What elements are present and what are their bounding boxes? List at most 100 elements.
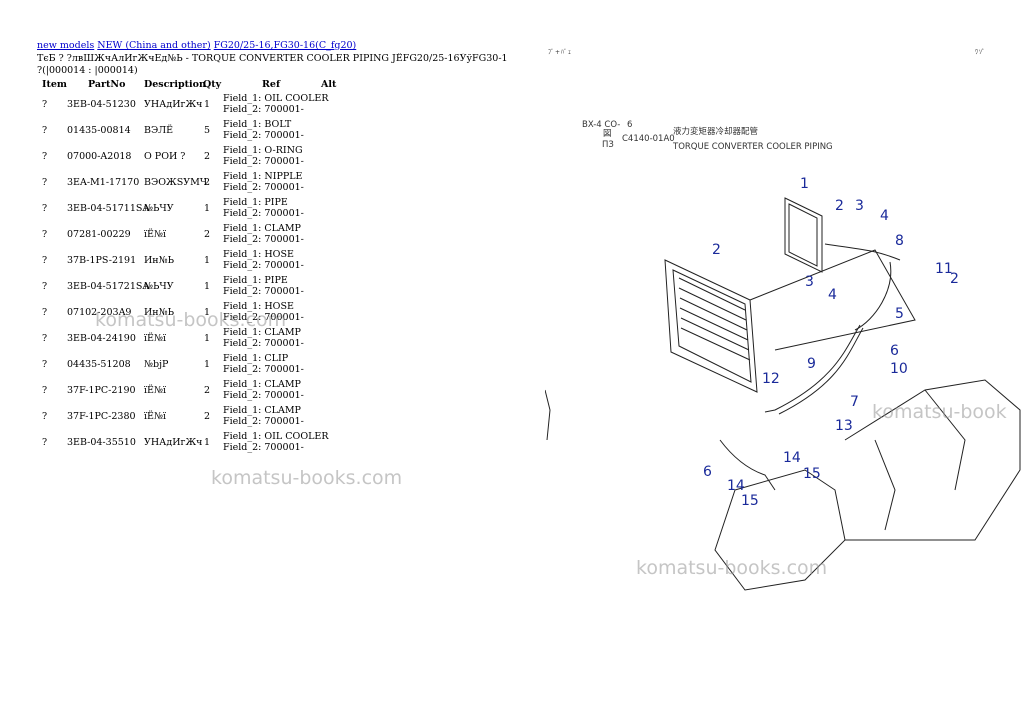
- callout-label: 2: [712, 242, 721, 258]
- callout-label: 13: [835, 418, 853, 434]
- caption-chinese-title: 液力変矩器冷却器配管: [673, 126, 758, 137]
- row-partno: 3EB-04-51230: [67, 99, 136, 110]
- breadcrumb-link-new-models[interactable]: new models: [37, 40, 95, 51]
- row-item: ?: [42, 255, 48, 266]
- row-qty: 1: [204, 99, 211, 110]
- row-item: ?: [42, 385, 48, 396]
- col-alt: Alt: [321, 79, 337, 90]
- row-item: ?: [42, 359, 48, 370]
- row-description: ВЭОЖSУМЧ: [144, 177, 208, 188]
- col-item: Item: [42, 79, 67, 90]
- row-qty: 2: [204, 151, 211, 162]
- corner-mark-right: ﾜｿﾟ: [975, 49, 987, 56]
- row-description: №bjР: [144, 359, 169, 370]
- row-partno: 3EB-04-51721SA: [67, 281, 150, 292]
- row-item: ?: [42, 203, 48, 214]
- row-item: ?: [42, 177, 48, 188]
- caption-drawing-no: C4140-01A0: [622, 134, 675, 144]
- row-partno: 3EB-04-51711SA: [67, 203, 150, 214]
- row-field1: Field_1: O-RING: [223, 145, 303, 156]
- breadcrumb: new models NEW (China and other) FG20/25…: [37, 40, 356, 52]
- row-partno: 37B-1PS-2191: [67, 255, 137, 266]
- row-item: ?: [42, 281, 48, 292]
- caption-english-title: TORQUE CONVERTER COOLER PIPING: [672, 142, 833, 152]
- row-field1: Field_1: CLAMP: [223, 405, 301, 416]
- row-field1: Field_1: HOSE: [223, 301, 294, 312]
- caption-page-mark: ПЗ: [602, 140, 614, 150]
- row-item: ?: [42, 333, 48, 344]
- row-field1: Field_1: NIPPLE: [223, 171, 303, 182]
- row-field1: Field_1: PIPE: [223, 197, 288, 208]
- radiator-core: [672, 269, 752, 383]
- callout-label: 4: [880, 208, 889, 224]
- callout-label: 9: [807, 356, 816, 372]
- watermark: komatsu-book: [872, 401, 1007, 423]
- row-qty: 1: [204, 333, 211, 344]
- row-partno: 37F-1PC-2380: [67, 411, 136, 422]
- callout-label: 6: [703, 464, 712, 480]
- row-partno: 3EB-04-35510: [67, 437, 136, 448]
- row-item: ?: [42, 151, 48, 162]
- row-field2: Field_2: 700001-: [223, 130, 304, 141]
- row-item: ?: [42, 125, 48, 136]
- diagram-caption: BX-4 CO- 6 図 C4140-01A0 液力変矩器冷却器配管 ПЗ TO…: [582, 120, 833, 152]
- callout-label: 4: [828, 287, 837, 303]
- row-field1: Field_1: OIL COOLER: [223, 93, 329, 104]
- watermark: komatsu-books.com: [636, 557, 828, 579]
- row-partno: 3EA-M1-17170: [67, 177, 140, 188]
- row-qty: 2: [204, 411, 211, 422]
- caption-num: 6: [627, 120, 632, 130]
- row-partno: 37F-1PC-2190: [67, 385, 136, 396]
- row-item: ?: [42, 229, 48, 240]
- callout-label: 3: [805, 274, 814, 290]
- radiator: [664, 259, 758, 393]
- row-description: ВЭЛЁ: [144, 125, 174, 136]
- row-qty: 1: [204, 437, 211, 448]
- cooler-bracket: [784, 197, 823, 273]
- frame: [714, 469, 846, 591]
- breadcrumb-link-model[interactable]: FG20/25-16,FG30-16(C_fg20): [213, 40, 357, 51]
- breadcrumb-link-new-china[interactable]: NEW (China and other): [97, 40, 211, 51]
- row-description: ïЁ№ï: [144, 411, 167, 422]
- row-field2: Field_2: 700001-: [223, 208, 304, 219]
- serial-range: ?(|000014 : |000014): [37, 65, 138, 76]
- row-partno: 01435-00814: [67, 125, 131, 136]
- row-item: ?: [42, 99, 48, 110]
- row-description: №ЬЧУ: [144, 203, 174, 214]
- watermark: komatsu-books.com: [211, 467, 403, 489]
- row-partno: 07281-00229: [67, 229, 131, 240]
- row-qty: 5: [204, 125, 211, 136]
- row-qty: 2: [204, 177, 211, 188]
- callout-label: 14: [783, 450, 801, 466]
- row-qty: 1: [204, 307, 211, 318]
- row-field2: Field_2: 700001-: [223, 260, 304, 271]
- callout-label: 3: [855, 198, 864, 214]
- parts-diagram: BX-4 CO- 6 図 C4140-01A0 液力変矩器冷却器配管 ПЗ TO…: [545, 120, 1021, 591]
- row-field1: Field_1: CLAMP: [223, 379, 301, 390]
- row-description: Ин№Ь: [144, 255, 175, 266]
- row-qty: 1: [204, 203, 211, 214]
- callout-label: 10: [890, 361, 908, 377]
- hose-right: [854, 261, 892, 331]
- row-description: ïЁ№ï: [144, 385, 167, 396]
- frame-ribs: [874, 389, 966, 531]
- row-field2: Field_2: 700001-: [223, 416, 304, 427]
- row-field2: Field_2: 700001-: [223, 338, 304, 349]
- row-partno: 07102-203A9: [67, 307, 132, 318]
- col-partno: PartNo: [88, 79, 126, 90]
- pipe-main: [764, 324, 861, 413]
- row-qty: 1: [204, 255, 211, 266]
- cooler-bracket-inner: [788, 203, 818, 267]
- row-field2: Field_2: 700001-: [223, 390, 304, 401]
- callout-label: 7: [850, 394, 859, 410]
- callout-label: 15: [803, 466, 821, 482]
- row-field2: Field_2: 700001-: [223, 364, 304, 375]
- callout-label: 5: [895, 306, 904, 322]
